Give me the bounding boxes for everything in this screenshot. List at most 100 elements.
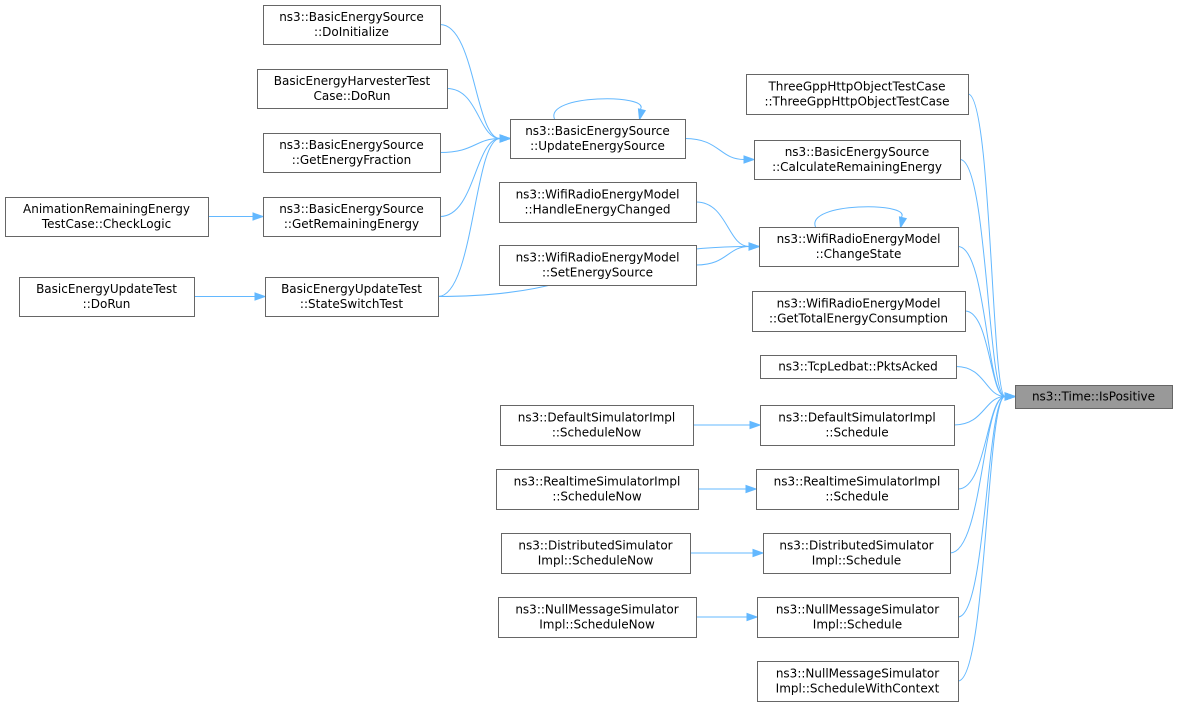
node-label: ns3::BasicEnergySource [525,124,670,138]
node-label: ::GetRemainingEnergy [284,217,419,231]
node-bes-calc[interactable]: ns3::BasicEnergySource::CalculateRemaini… [754,140,961,180]
node-label: ns3::WifiRadioEnergyModel [516,251,680,265]
node-wrem-total[interactable]: ns3::WifiRadioEnergyModel::GetTotalEnerg… [752,291,966,332]
node-bes-doinit[interactable]: ns3::BasicEnergySource::DoInitialize [263,5,441,45]
edge-rsi-now-to-rsi-sched [698,484,758,494]
node-dsi-now[interactable]: ns3::DefaultSimulatorImpl::ScheduleNow [500,405,694,446]
node-label: TestCase::CheckLogic [41,217,171,231]
node-label: ::SetEnergySource [542,266,653,280]
node-label: ::CalculateRemainingEnergy [772,160,942,174]
node-box [746,74,969,115]
edge-arec-check-to-bes-getrem [207,212,265,221]
arrow-head [746,612,759,622]
node-box [757,661,959,702]
arrow-head [743,155,756,164]
node-wrem-setsrc[interactable]: ns3::WifiRadioEnergyModel::SetEnergySour… [499,245,697,286]
node-label: ::UpdateEnergySource [530,139,665,153]
node-label: Impl::Schedule [812,554,901,568]
node-box [263,197,441,237]
arrow-head [898,216,908,229]
node-ledbat[interactable]: ns3::TcpLedbat::PktsAcked [760,355,957,379]
edge-line [949,396,1006,554]
edge-bes-update-to-bes-update [553,98,647,121]
node-label: ns3::DefaultSimulatorImpl [778,411,936,425]
edge-line [439,138,501,153]
node-label: ns3::RealtimeSimulatorImpl [514,475,681,489]
edge-bes-update-to-bes-calc [684,138,756,164]
arrow-head [1004,392,1017,401]
node-label: BasicEnergyUpdateTest [281,282,422,296]
node-box [752,291,966,332]
node-label: ns3::WifiRadioEnergyModel [777,232,941,246]
node-label: ns3::BasicEnergySource [785,145,930,159]
node-label: ns3::WifiRadioEnergyModel [777,297,941,311]
arrow-head [748,242,761,251]
node-label: ::DoRun [83,297,131,311]
node-label: ::HandleEnergyChanged [525,203,671,217]
edge-beut-sst-to-bes-update [437,134,512,297]
node-box [756,469,959,510]
arrow-head [749,420,762,430]
node-bes-update[interactable]: ns3::BasicEnergySource::UpdateEnergySour… [510,119,686,159]
node-box [19,277,195,317]
node-beut-dorun[interactable]: BasicEnergyUpdateTest::DoRun [19,277,195,317]
edge-line [957,396,1006,682]
edge-bes-doinit-to-bes-update [439,24,512,143]
node-label: ns3::DistributedSimulator [779,539,933,553]
edge-line [964,310,1006,397]
node-bes-getfrac[interactable]: ns3::BasicEnergySource::GetEnergyFractio… [263,133,441,173]
node-wrem-change[interactable]: ns3::WifiRadioEnergyModel::ChangeState [759,227,959,267]
node-label: ns3::WifiRadioEnergyModel [516,188,680,202]
node-label: ns3::TcpLedbat::PktsAcked [778,360,938,374]
arrow-head [499,134,512,143]
node-box [257,69,448,109]
node-label: Impl::Schedule [813,618,902,632]
edge-line [684,138,745,160]
edge-line [439,138,501,217]
arrow-head [254,292,267,301]
node-box [760,355,957,379]
node-box [5,197,209,237]
node-label: ns3::BasicEnergySource [279,202,424,216]
edge-wrem-change-to-wrem-change [814,206,908,229]
node-bes-getrem[interactable]: ns3::BasicEnergySource::GetRemainingEner… [263,197,441,237]
node-label: ::ScheduleNow [552,490,642,504]
node-label: ::Schedule [825,490,888,504]
node-label: ::GetEnergyFraction [292,153,411,167]
edge-nms-now-to-nms-sched [696,612,759,622]
node-nms-now[interactable]: ns3::NullMessageSimulatorImpl::ScheduleN… [498,597,697,638]
node-label: BasicEnergyUpdateTest [36,282,177,296]
edge-line [967,93,1006,397]
node-wrem-handle[interactable]: ns3::WifiRadioEnergyModel::HandleEnergyC… [499,182,697,223]
arrow-head [745,484,758,494]
node-label: ::DoInitialize [314,25,389,39]
node-nms-ctx[interactable]: ns3::NullMessageSimulatorImpl::ScheduleW… [757,661,959,702]
node-rsi-now[interactable]: ns3::RealtimeSimulatorImpl::ScheduleNow [496,469,699,510]
node-label: ns3::DefaultSimulatorImpl [518,411,676,425]
node-rsi-sched[interactable]: ns3::RealtimeSimulatorImpl::Schedule [756,469,959,510]
node-ispositive[interactable]: ns3::Time::IsPositive [1015,385,1173,409]
arrow-head [252,212,265,221]
edge-tgpp-ctor-to-ispositive [967,93,1017,401]
edge-nms-ctx-to-ispositive [957,392,1017,682]
node-box [760,405,955,446]
node-label: Impl::ScheduleNow [539,618,655,632]
node-box [757,597,959,638]
node-label: ThreeGppHttpObjectTestCase [767,80,945,94]
node-box [496,469,699,510]
node-label: ns3::BasicEnergySource [279,138,424,152]
node-dist-now[interactable]: ns3::DistributedSimulatorImpl::ScheduleN… [501,533,691,574]
edge-wrem-change-to-ispositive [957,246,1017,401]
node-label: ::ScheduleNow [552,426,642,440]
node-beut-sst[interactable]: BasicEnergyUpdateTest::StateSwitchTest [265,277,439,317]
node-label: ::ChangeState [816,247,902,261]
edge-behtc-dorun-to-bes-update [446,88,512,143]
node-tgpp-ctor[interactable]: ThreeGppHttpObjectTestCase::ThreeGppHttp… [746,74,969,115]
node-arec-check[interactable]: AnimationRemainingEnergyTestCase::CheckL… [5,197,209,237]
node-label: Impl::ScheduleWithContext [776,682,940,696]
edge-bes-calc-to-ispositive [959,159,1017,401]
node-dsi-sched[interactable]: ns3::DefaultSimulatorImpl::Schedule [760,405,955,446]
